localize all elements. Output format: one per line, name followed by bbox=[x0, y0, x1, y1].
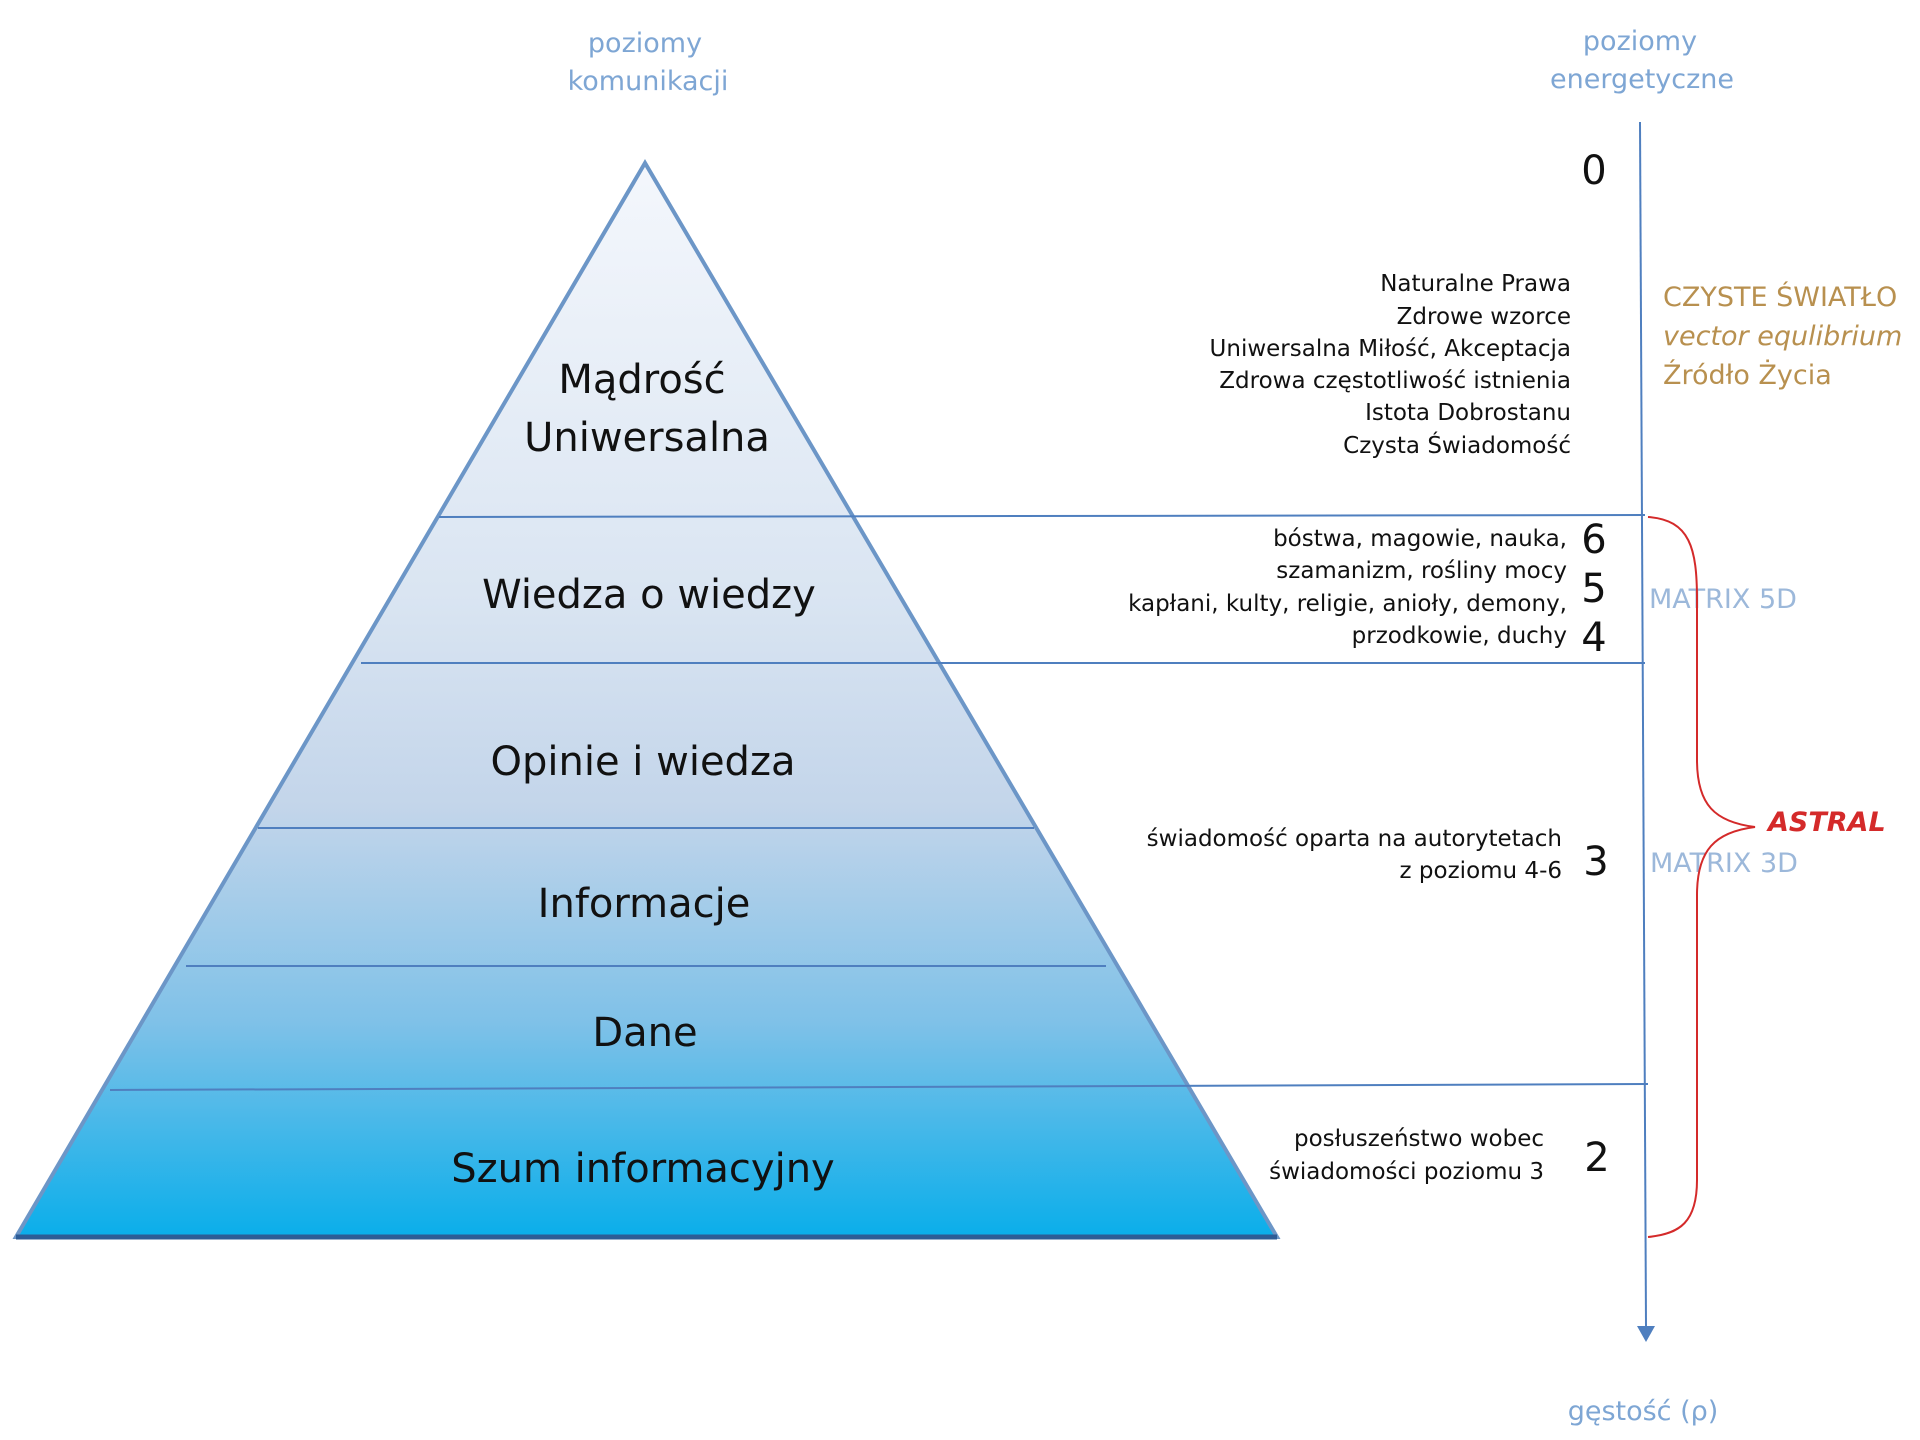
level-0-desc-3: Uniwersalna Miłość, Akceptacja bbox=[1210, 336, 1571, 362]
level-456-desc-2: szamanizm, rośliny mocy bbox=[1276, 558, 1567, 584]
level-456-desc-4: przodkowie, duchy bbox=[1352, 623, 1567, 649]
level-0-desc-5: Istota Dobrostanu bbox=[1365, 400, 1571, 426]
level-number-5: 5 bbox=[1581, 566, 1606, 612]
pure-light-vector: vector equlibrium bbox=[1663, 321, 1902, 352]
level-0-desc-6: Czysta Świadomość bbox=[1343, 431, 1571, 459]
level-label-wisdom-line-1: Mądrość bbox=[558, 357, 725, 403]
level-0-desc-2: Zdrowe wzorce bbox=[1397, 304, 1571, 330]
level-label-information: Informacje bbox=[538, 881, 751, 927]
level-number-2: 2 bbox=[1584, 1135, 1609, 1181]
level-label-wisdom-line-2: Uniwersalna bbox=[524, 415, 770, 461]
axis-arrow-icon bbox=[1637, 1326, 1655, 1342]
matrix-5d-label: MATRIX 5D bbox=[1649, 584, 1797, 615]
level-label-data: Dane bbox=[592, 1010, 697, 1056]
energy-header-line-2: energetyczne bbox=[1550, 64, 1734, 95]
pure-light-source: Źródło Życia bbox=[1663, 359, 1832, 391]
level-0-desc-4: Zdrowa częstotliwość istnienia bbox=[1219, 368, 1571, 394]
level-label-noise: Szum informacyjny bbox=[451, 1146, 834, 1192]
energy-axis bbox=[1639, 121, 1647, 1327]
separator-line-5 bbox=[109, 1083, 1649, 1091]
level-number-6: 6 bbox=[1581, 517, 1606, 563]
level-456-desc-3: kapłani, kulty, religie, anioły, demony, bbox=[1128, 591, 1567, 617]
density-label: gęstość (ρ) bbox=[1568, 1396, 1719, 1427]
level-number-4: 4 bbox=[1581, 615, 1606, 661]
level-number-3: 3 bbox=[1583, 839, 1608, 885]
level-2-desc-2: świadomości poziomu 3 bbox=[1269, 1159, 1544, 1185]
pure-light-title: CZYSTE ŚWIATŁO bbox=[1663, 281, 1897, 313]
level-2-desc-1: posłuszeństwo wobec bbox=[1294, 1126, 1544, 1152]
level-3-desc-2: z poziomu 4-6 bbox=[1400, 858, 1562, 884]
separator-line-1 bbox=[438, 514, 1646, 518]
level-0-desc-1: Naturalne Prawa bbox=[1380, 271, 1571, 297]
matrix-3d-label: MATRIX 3D bbox=[1650, 848, 1798, 879]
communication-header-line-2: komunikacji bbox=[568, 66, 729, 97]
energy-header-line-1: poziomy bbox=[1583, 26, 1697, 57]
astral-brace bbox=[1647, 516, 1756, 1238]
communication-header-line-1: poziomy bbox=[588, 28, 702, 59]
level-456-desc-1: bóstwa, magowie, nauka, bbox=[1273, 526, 1567, 552]
level-label-opinions: Opinie i wiedza bbox=[491, 739, 796, 785]
level-3-desc-1: świadomość oparta na autorytetach bbox=[1147, 826, 1562, 852]
level-label-meta-knowledge: Wiedza o wiedzy bbox=[482, 572, 816, 618]
level-number-0: 0 bbox=[1581, 148, 1606, 194]
pyramid-shape bbox=[12, 159, 1281, 1239]
astral-label: ASTRAL bbox=[1766, 807, 1886, 838]
